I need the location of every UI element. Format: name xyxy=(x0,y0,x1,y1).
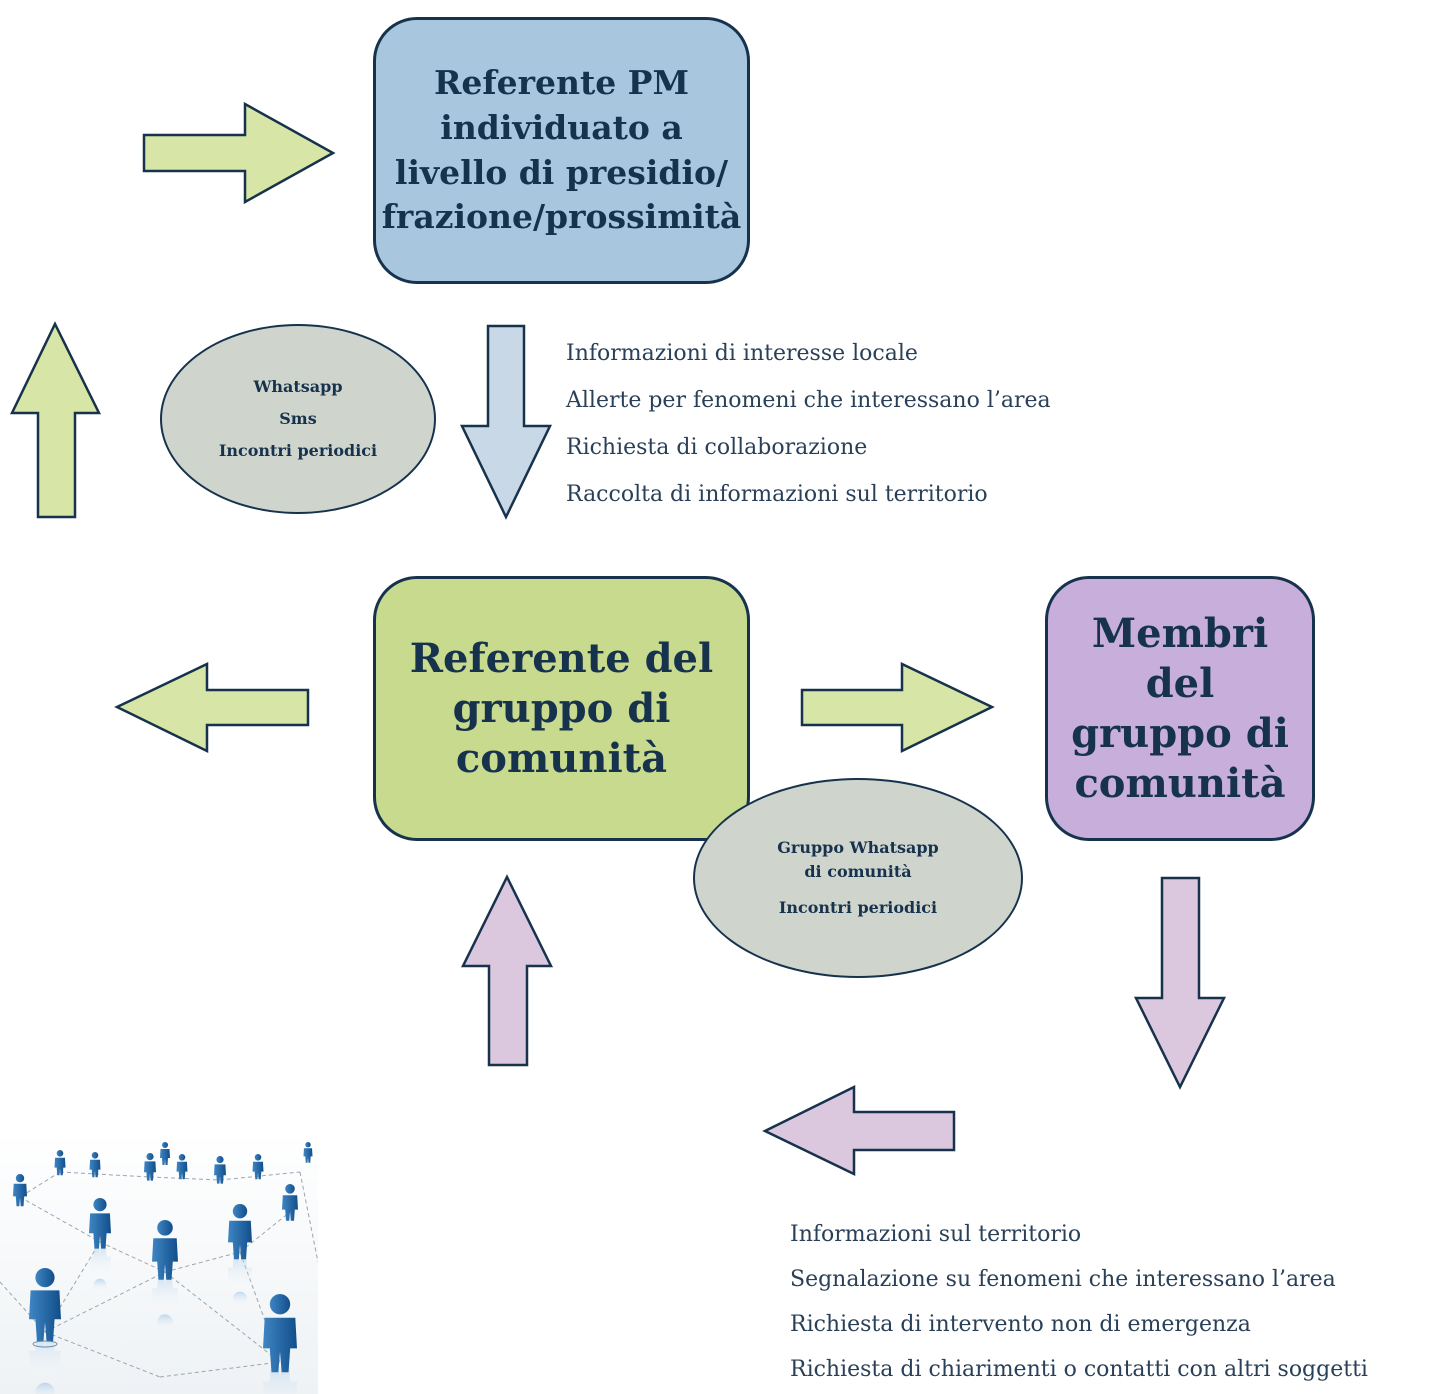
list-item: Informazioni sul territorio xyxy=(790,1222,1082,1247)
list-item: Richiesta di chiarimenti o contatti con … xyxy=(790,1357,1368,1382)
arrow-up-left xyxy=(10,321,102,519)
info-from-pm-list: Informazioni di interesse locale Allerte… xyxy=(566,330,1051,518)
arrow-right-to-members xyxy=(800,662,995,754)
channels-pm-ellipse: Whatsapp Sms Incontri periodici xyxy=(160,324,436,514)
channel-meetings: Incontri periodici xyxy=(218,441,378,460)
channel-whatsapp-group-cont: di comunità xyxy=(804,862,912,881)
pm-referent-box: Referente PM individuato a livello di pr… xyxy=(373,17,750,284)
arrow-down-from-pm xyxy=(460,324,552,520)
list-item: Informazioni di interesse locale xyxy=(566,341,918,366)
channel-sms: Sms xyxy=(279,409,317,428)
pm-referent-label: Referente PM individuato a livello di pr… xyxy=(381,62,742,237)
info-from-members-list: Informazioni sul territorio Segnalazione… xyxy=(790,1212,1368,1392)
channel-whatsapp-group: Gruppo Whatsapp xyxy=(777,838,939,857)
channels-group-ellipse: Gruppo Whatsapp di comunità Incontri per… xyxy=(693,778,1023,978)
group-referent-label: Referente del gruppo di comunità xyxy=(409,634,714,782)
channel-whatsapp: Whatsapp xyxy=(253,377,343,396)
list-item: Raccolta di informazioni sul territorio xyxy=(566,482,988,507)
group-members-box: Membri del gruppo di comunità xyxy=(1045,576,1315,841)
arrow-up-to-referent xyxy=(460,874,554,1067)
arrow-left-from-referent xyxy=(114,662,310,754)
arrow-left-bottom xyxy=(762,1084,956,1176)
group-members-label: Membri del gruppo di comunità xyxy=(1071,609,1289,807)
arrow-right-to-pm xyxy=(142,101,336,205)
channel-meetings-group: Incontri periodici xyxy=(778,898,938,917)
arrow-down-from-members xyxy=(1133,876,1227,1090)
group-referent-box: Referente del gruppo di comunità xyxy=(373,576,750,841)
list-item: Segnalazione su fenomeni che interessano… xyxy=(790,1267,1336,1292)
list-item: Richiesta di intervento non di emergenza xyxy=(790,1312,1251,1337)
list-item: Allerte per fenomeni che interessano l’a… xyxy=(566,388,1051,413)
network-people-image xyxy=(0,1132,318,1394)
list-item: Richiesta di collaborazione xyxy=(566,435,868,460)
